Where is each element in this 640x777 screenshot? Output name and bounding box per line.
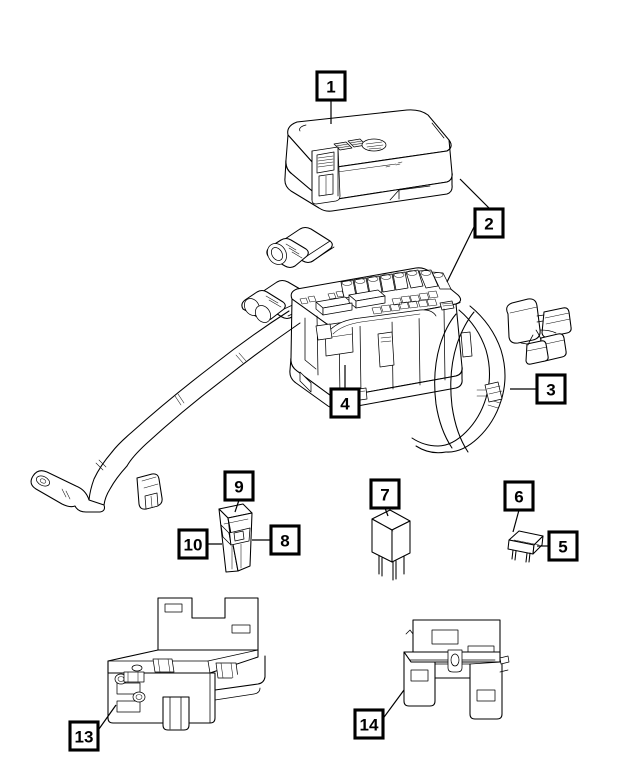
callout-8[interactable]: 8 — [269, 524, 301, 556]
callout-1[interactable]: 1 — [315, 70, 347, 102]
part-relay — [371, 509, 411, 581]
callout-14[interactable]: 14 — [353, 708, 385, 740]
callout-8-label: 8 — [280, 532, 289, 551]
callout-5-label: 5 — [558, 538, 567, 557]
callout-9-label: 9 — [234, 478, 243, 497]
callout-3-label: 3 — [546, 381, 555, 400]
callout-6-label: 6 — [514, 488, 523, 507]
callout-4[interactable]: 4 — [329, 387, 361, 419]
callout-13[interactable]: 13 — [68, 720, 100, 752]
part-pdc-body — [241, 226, 473, 410]
callout-10-label: 10 — [184, 536, 203, 555]
leader-6 — [512, 509, 520, 533]
callouts: 1 2 3 4 5 6 — [68, 70, 579, 752]
fuse-row-rear — [340, 269, 452, 299]
pdc-front-latch — [315, 309, 437, 341]
callout-7[interactable]: 7 — [369, 478, 401, 510]
part-micro-fuse — [507, 530, 544, 563]
relay-blocks — [315, 289, 386, 316]
callout-7-label: 7 — [380, 486, 389, 505]
part-cover — [284, 109, 453, 212]
terminal-clusters — [299, 290, 455, 315]
callout-2[interactable]: 2 — [473, 207, 505, 239]
callout-5[interactable]: 5 — [547, 530, 579, 562]
callout-14-label: 14 — [360, 716, 379, 735]
leader-2-upper — [459, 178, 490, 209]
part-cartridge-fuse — [218, 503, 253, 573]
connector-upper — [266, 226, 335, 269]
cover-emblem — [333, 138, 387, 152]
callout-2-label: 2 — [484, 215, 493, 234]
harness-left-trunk — [30, 310, 301, 513]
pdc-side-tab — [377, 331, 473, 368]
callout-4-label: 4 — [340, 395, 350, 414]
callout-1-label: 1 — [326, 78, 335, 97]
leader-2-lower — [446, 224, 476, 283]
callout-13-label: 13 — [75, 728, 94, 747]
leader-lines — [93, 88, 549, 737]
part-bracket-right — [403, 619, 510, 720]
harness-clip-left — [136, 473, 163, 510]
cover-latch — [311, 146, 341, 205]
callout-9[interactable]: 9 — [223, 470, 255, 502]
part-wiring-harness — [30, 298, 572, 513]
harness-branch-connectors — [434, 298, 572, 453]
callout-10[interactable]: 10 — [177, 528, 209, 560]
callout-6[interactable]: 6 — [503, 480, 535, 512]
callout-3[interactable]: 3 — [535, 373, 567, 405]
part-bracket-left — [107, 597, 266, 731]
leader-9 — [234, 499, 240, 513]
